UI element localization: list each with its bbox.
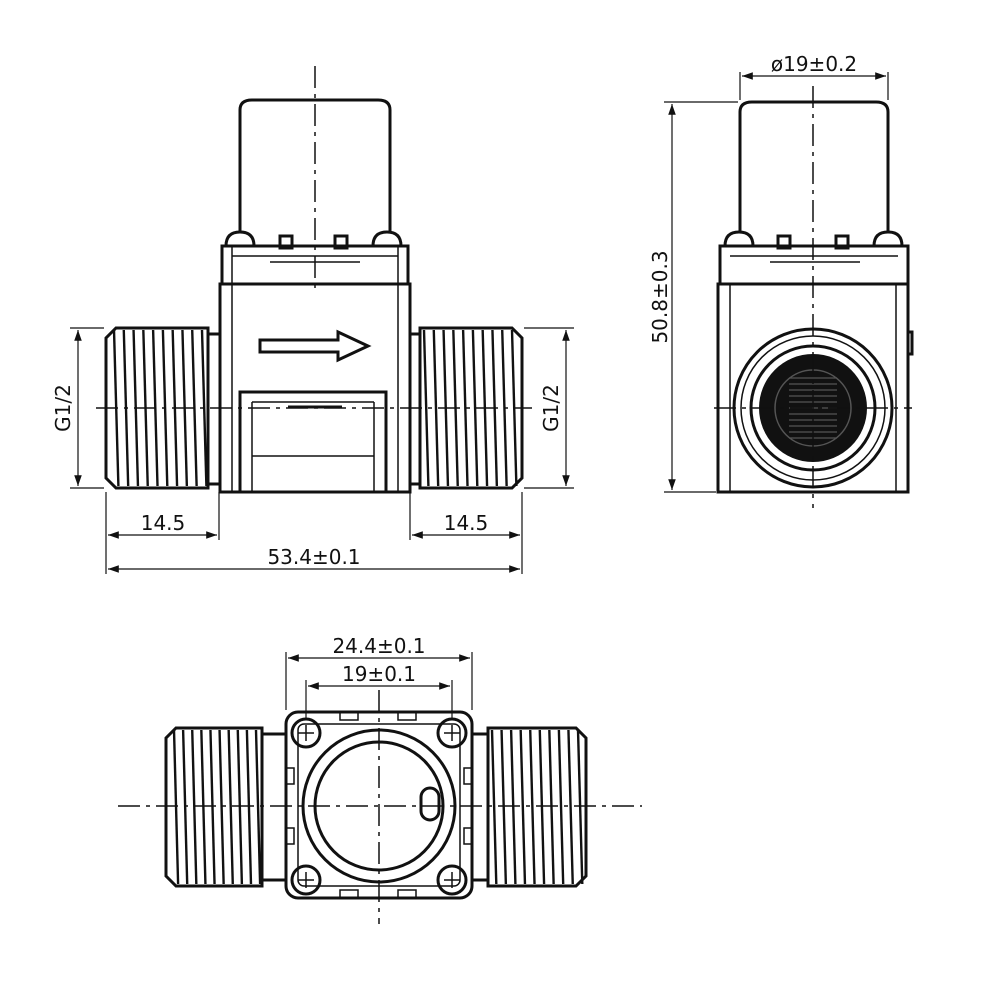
thread-ridge bbox=[557, 729, 565, 885]
screw-head-right bbox=[872, 230, 904, 248]
screw-icon bbox=[436, 717, 468, 749]
cap bbox=[738, 100, 890, 232]
thread-ridge bbox=[209, 729, 216, 885]
thread-ridge bbox=[519, 729, 527, 885]
overall-length: 53.4±0.1 bbox=[267, 545, 360, 569]
flow-arrow-icon bbox=[258, 329, 372, 363]
cap bbox=[238, 98, 392, 232]
thread-ridge bbox=[245, 729, 253, 885]
clip bbox=[776, 234, 792, 250]
indicator-slot bbox=[419, 786, 441, 822]
thread-ridge bbox=[567, 729, 574, 885]
thread-right bbox=[470, 726, 588, 888]
valve-body bbox=[218, 282, 412, 494]
thread-ridge bbox=[490, 729, 498, 885]
front-view: G1/2 G1/2 14.5 14.5 53.4±0.1 bbox=[51, 66, 574, 574]
thread-ridge bbox=[227, 729, 234, 885]
thread-ridge bbox=[191, 329, 198, 487]
thread-label-left: G1/2 bbox=[51, 384, 75, 432]
clip bbox=[278, 234, 294, 250]
screw-icon bbox=[436, 864, 468, 896]
thread-ridge bbox=[500, 729, 508, 885]
thread-ridge bbox=[236, 729, 244, 885]
top-view: 24.4±0.1 19±0.1 bbox=[118, 634, 642, 924]
thread-ridge bbox=[172, 729, 180, 885]
thread-ridge bbox=[576, 729, 584, 885]
thread-ridge bbox=[254, 729, 262, 885]
overall-height: 50.8±0.3 bbox=[648, 250, 672, 343]
screw-icon bbox=[290, 717, 322, 749]
sensor-window bbox=[238, 390, 388, 492]
thread-ridge bbox=[461, 329, 469, 487]
thread-ridge bbox=[218, 729, 225, 885]
screw-head-left bbox=[224, 230, 256, 248]
thread-ridge bbox=[432, 329, 440, 487]
inner-width: 19±0.1 bbox=[342, 662, 416, 686]
thread-ridge bbox=[200, 329, 208, 487]
thread-ridge bbox=[529, 729, 536, 885]
screw-icon bbox=[290, 864, 322, 896]
thread-ridge bbox=[471, 329, 479, 487]
cover-plate bbox=[718, 244, 910, 286]
thread-ridge bbox=[191, 729, 198, 885]
thread-ridge bbox=[181, 729, 189, 885]
thread-length-right: 14.5 bbox=[444, 511, 489, 535]
thread-ridge bbox=[509, 729, 517, 885]
clip bbox=[834, 234, 850, 250]
thread-label-right: G1/2 bbox=[539, 384, 563, 432]
body-width: 24.4±0.1 bbox=[332, 634, 425, 658]
side-view: ø19±0.2 50.8±0.3 bbox=[648, 52, 914, 508]
thread-ridge bbox=[422, 329, 430, 487]
thread-ridge bbox=[200, 729, 207, 885]
screw-head-right bbox=[371, 230, 403, 248]
thread-left bbox=[164, 726, 288, 888]
thread-ridge bbox=[548, 729, 555, 885]
clip bbox=[333, 234, 349, 250]
thread-ridge bbox=[538, 729, 546, 885]
screw-head-left bbox=[723, 230, 755, 248]
thread-length-left: 14.5 bbox=[141, 511, 186, 535]
cap-diameter: ø19±0.2 bbox=[771, 52, 857, 76]
